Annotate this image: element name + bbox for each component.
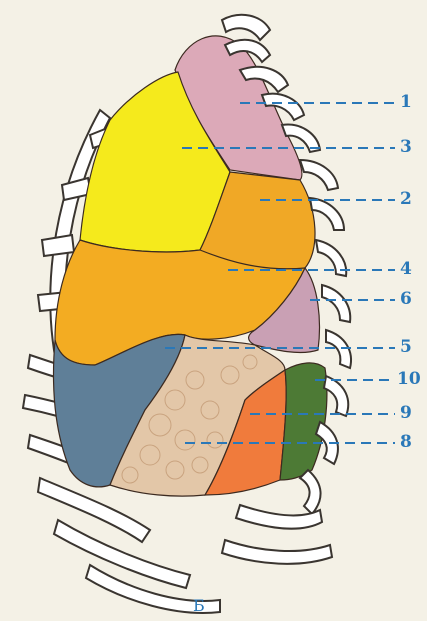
rib-segment <box>322 285 350 322</box>
rib-segment <box>222 15 270 40</box>
label-5: 5 <box>400 339 412 356</box>
label-6: 6 <box>400 291 412 308</box>
label-1: 1 <box>400 94 412 111</box>
rib-segment <box>300 470 321 514</box>
figure-caption: Б <box>193 596 205 615</box>
rib-segment <box>300 160 338 190</box>
rib-segment <box>222 540 332 564</box>
label-3: 3 <box>400 139 412 156</box>
label-2: 2 <box>400 191 412 208</box>
rib-segment <box>324 376 348 416</box>
label-8: 8 <box>400 434 412 451</box>
label-4: 4 <box>400 261 412 278</box>
label-10: 10 <box>397 371 421 388</box>
label-9: 9 <box>400 405 412 422</box>
rib-stub <box>42 235 74 256</box>
